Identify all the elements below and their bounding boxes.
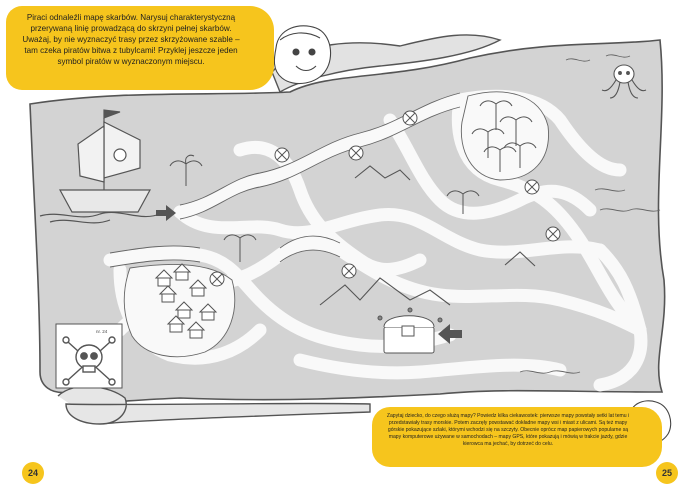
hut-icon [186, 321, 206, 339]
village-huts [154, 263, 218, 339]
skull-crossbones-icon [62, 336, 116, 386]
crossed-swords-icon [545, 226, 561, 242]
hut-icon [154, 269, 174, 287]
treasure-chest-icon [377, 307, 443, 354]
palm-island [460, 91, 549, 181]
mascot-face-icon [273, 25, 332, 85]
palm-trees [169, 100, 537, 262]
crossed-swords-icon [348, 145, 364, 161]
instruction-card: Piraci odnaleźli mapę skarbów. Narysuj c… [6, 6, 274, 90]
hut-icon [174, 301, 194, 319]
crossed-swords-icon [402, 110, 418, 126]
palm-tree-icon [223, 234, 257, 262]
instruction-text: Piraci odnaleźli mapę skarbów. Narysuj c… [22, 13, 240, 66]
crossed-swords-markers [209, 110, 561, 287]
hut-icon [188, 279, 208, 297]
parent-note-text: Zapytaj dziecko, do czego służą mapy? Po… [386, 413, 630, 448]
parent-note-card: Zapytaj dziecko, do czego służą mapy? Po… [372, 407, 662, 467]
palm-tree-icon [446, 190, 480, 214]
palm-tree-icon [479, 100, 513, 130]
crossed-swords-icon [209, 271, 225, 287]
arrow-right-icon [156, 205, 176, 221]
arrow-left-icon [438, 324, 462, 344]
hut-icon [172, 263, 192, 281]
hut-icon [166, 315, 186, 333]
palm-tree-icon [471, 128, 505, 158]
pirate-ship-icon [39, 109, 161, 224]
palm-tree-icon [483, 146, 517, 172]
map-scroll-bottom [57, 385, 371, 425]
palm-tree-icon [169, 154, 203, 186]
mountain-icon [319, 165, 536, 306]
sticker-placeholder[interactable] [55, 323, 123, 389]
octopus-icon [601, 64, 647, 99]
crossed-swords-icon [524, 179, 540, 195]
palm-tree-icon [499, 116, 533, 146]
wave-marks [519, 54, 661, 374]
page-number-left: 24 [22, 462, 44, 484]
page-number-right: 25 [656, 462, 678, 484]
crossed-swords-icon [274, 147, 290, 163]
crossed-swords-icon [341, 263, 357, 279]
hut-icon [158, 285, 178, 303]
hut-icon [198, 303, 218, 321]
sticker-label: nr. 24 [96, 329, 108, 334]
